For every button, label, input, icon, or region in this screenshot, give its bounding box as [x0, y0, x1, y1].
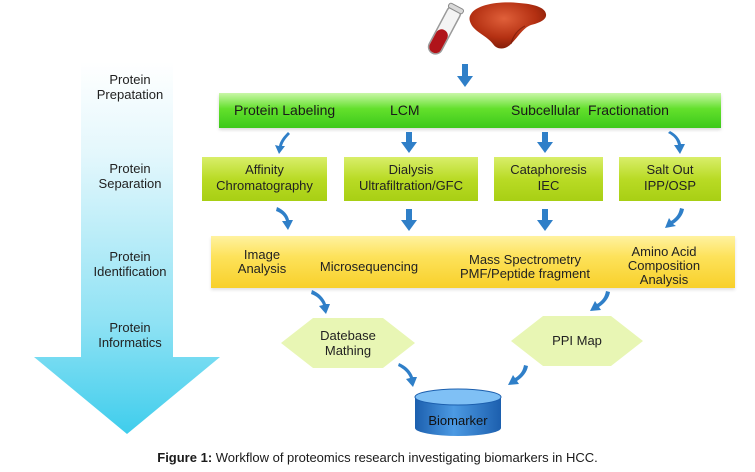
identification-bar — [211, 236, 735, 288]
biomarker-label: Biomarker — [428, 413, 488, 428]
figure-caption: Figure 1: Workflow of proteomics researc… — [0, 450, 755, 465]
ppi-map-diamond — [511, 316, 643, 366]
microsequencing-label: Microsequencing — [319, 259, 419, 274]
prep-to-sep-arrows — [275, 131, 685, 154]
biomarker-cylinder — [414, 388, 502, 436]
figure-caption-text: Workflow of proteomics research investig… — [212, 450, 598, 465]
workflow-arrow — [34, 62, 220, 434]
subcellular-fractionation-label: Subcellular Fractionation — [511, 102, 669, 118]
arrow-to-preparation — [457, 64, 473, 87]
sep-to-id-arrows — [276, 207, 684, 231]
id-to-info-arrows — [311, 290, 610, 314]
info-to-biomarker-arrows — [398, 363, 528, 387]
protein-labeling-label: Protein Labeling — [234, 102, 336, 118]
database-matching-diamond — [281, 318, 415, 368]
ppi-map-label: PPI Map — [552, 333, 602, 348]
liver-icon — [469, 2, 547, 49]
figure-caption-label: Figure 1: — [157, 450, 213, 465]
preparation-bar — [219, 93, 721, 128]
blood-tube-icon — [427, 2, 464, 55]
lcm-label: LCM — [390, 102, 420, 118]
